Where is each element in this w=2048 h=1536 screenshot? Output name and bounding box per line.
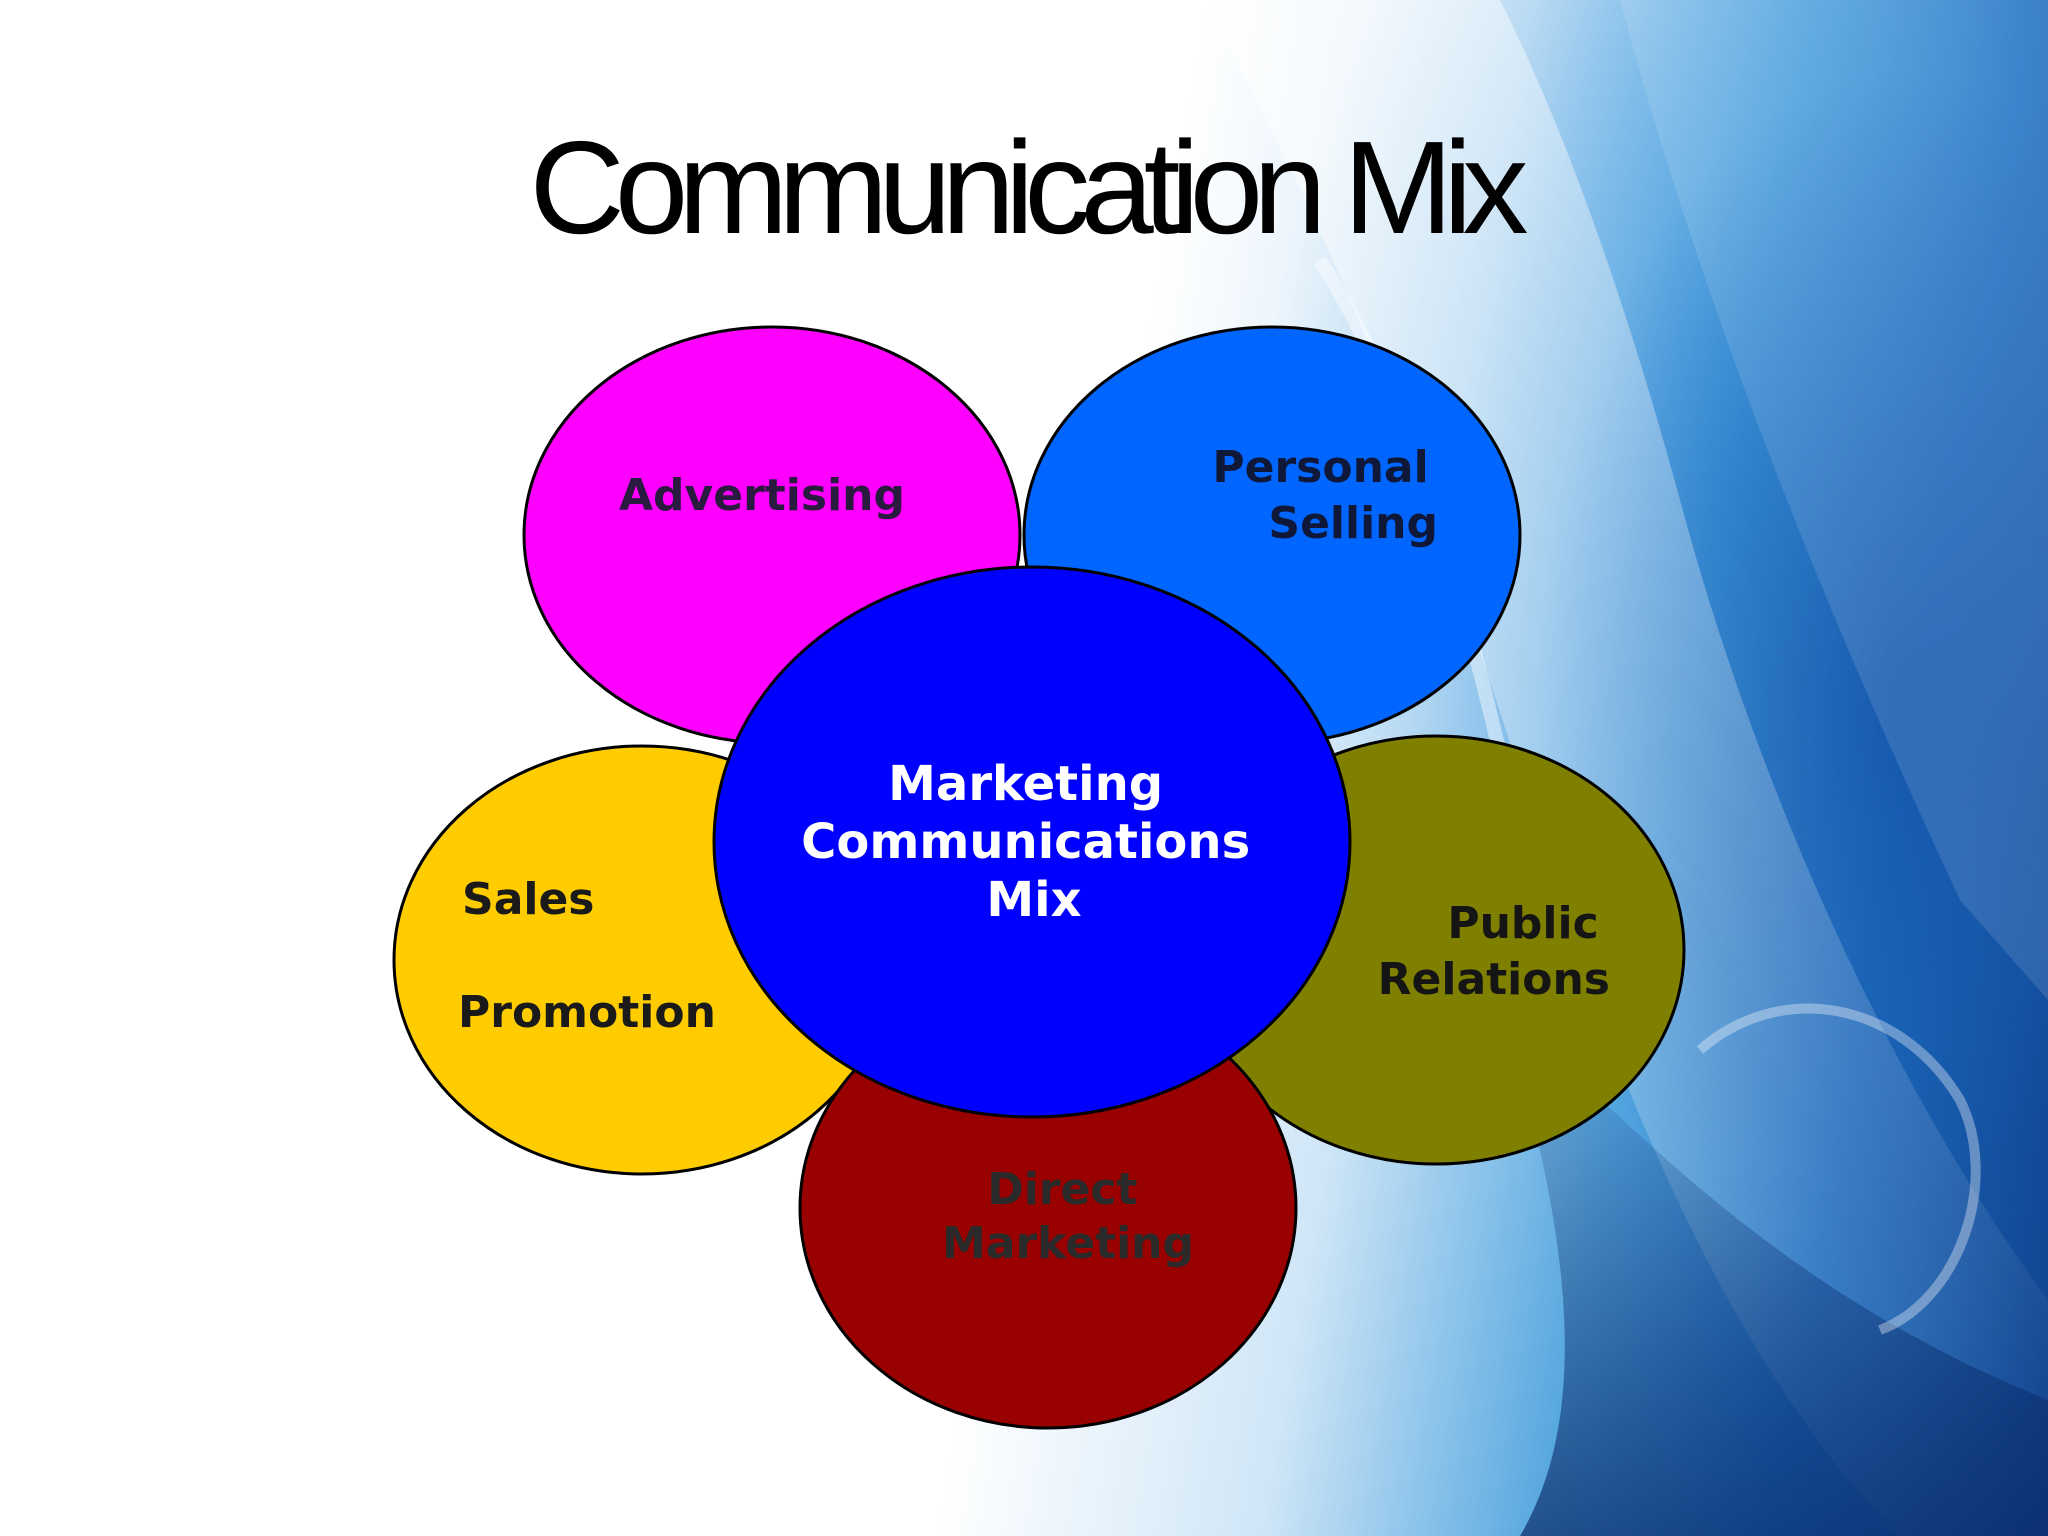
petal-direct-marketing-label-line-2: Marketing <box>942 1218 1194 1269</box>
svg-text:Marketing Communicatio: Marketing Communications Mix <box>801 756 1267 928</box>
petal-personal-selling-label-line-2: Selling <box>1268 498 1438 549</box>
svg-text:Advertising: Advertising <box>619 470 905 521</box>
petal-advertising-label: Advertising <box>619 470 905 521</box>
center-label-line-3: Mix <box>986 872 1081 928</box>
center-label-line-1: Marketing <box>888 756 1163 812</box>
svg-text:Direct Marketing: Direct Marketing <box>942 1164 1194 1269</box>
svg-text:Sales Promotion: Sales Promotion <box>458 874 716 1038</box>
center-node: Marketing Communications Mix <box>712 565 1352 1119</box>
svg-text:Public Relations: Public Relations <box>1378 898 1614 1005</box>
petal-sales-promotion-label-line-2: Promotion <box>458 987 716 1038</box>
petal-public-relations-label-line-2: Relations <box>1378 954 1610 1005</box>
center-label-line-2: Communications <box>801 814 1250 870</box>
slide-title: Communication Mix <box>529 114 1529 261</box>
center-circle <box>712 565 1352 1119</box>
petal-public-relations-label-line-1: Public <box>1447 898 1598 949</box>
petal-personal-selling-label-line-1: Personal <box>1212 442 1428 493</box>
petal-sales-promotion-label-line-1: Sales <box>462 874 595 925</box>
svg-text:Personal Selling: Personal Selling <box>1212 442 1444 549</box>
petal-direct-marketing-label-line-1: Direct <box>987 1164 1137 1215</box>
